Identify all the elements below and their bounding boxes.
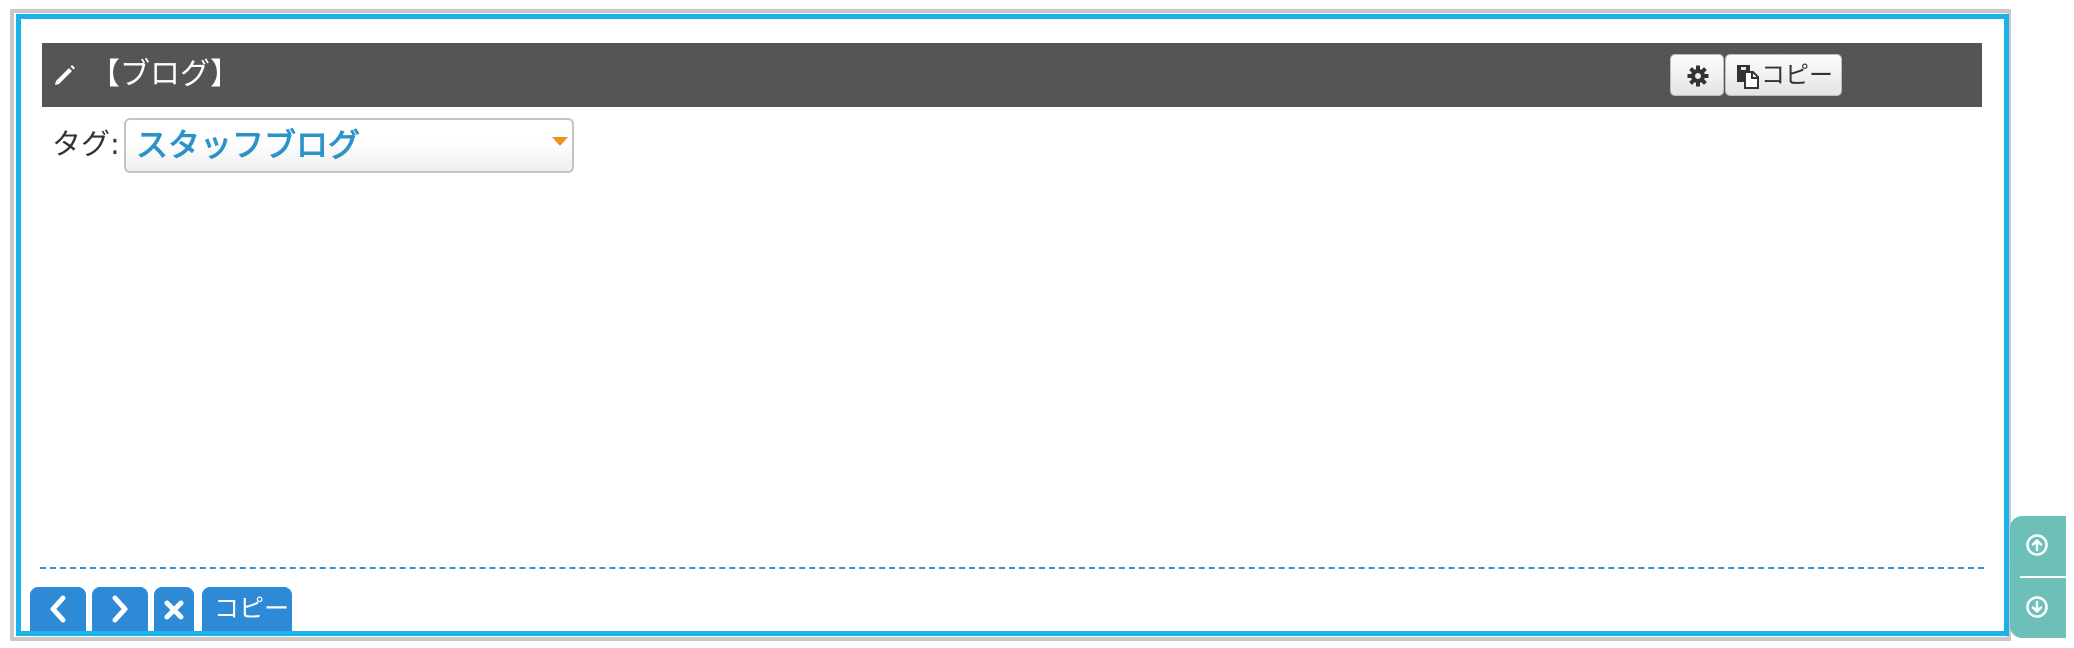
block-header: 【ブログ】 コピー <box>42 43 1982 107</box>
scroll-down-button[interactable] <box>2010 578 2066 638</box>
scroll-button-connector <box>2010 566 2020 590</box>
chevron-left-icon <box>50 595 66 623</box>
arrow-up-circle-icon <box>2026 534 2048 556</box>
outer-frame <box>10 9 2011 641</box>
arrow-down-circle-icon <box>2026 596 2048 618</box>
dashed-divider <box>40 567 1984 569</box>
copy-button[interactable]: コピー <box>1725 54 1842 96</box>
close-button[interactable] <box>154 587 194 631</box>
gear-icon <box>1687 65 1709 87</box>
copy-button-label: コピー <box>1761 61 1833 89</box>
scroll-up-button[interactable] <box>2010 516 2066 576</box>
tag-select-value: スタッフブログ <box>136 126 361 164</box>
caret-down-icon <box>552 137 568 146</box>
prev-button[interactable] <box>30 587 86 631</box>
block-title: 【ブログ】 <box>90 57 240 92</box>
tag-select[interactable]: スタッフブログ <box>124 118 574 173</box>
settings-button[interactable] <box>1670 54 1724 96</box>
copy-icon <box>1737 65 1759 89</box>
bottom-copy-label: コピー <box>214 594 290 623</box>
bottom-copy-button[interactable]: コピー <box>202 587 292 631</box>
next-button[interactable] <box>92 587 148 631</box>
close-icon <box>164 600 184 620</box>
tag-label: タグ: <box>52 127 120 161</box>
chevron-right-icon <box>112 595 128 623</box>
block-edit-frame <box>16 14 2009 636</box>
pencil-icon <box>52 62 78 88</box>
